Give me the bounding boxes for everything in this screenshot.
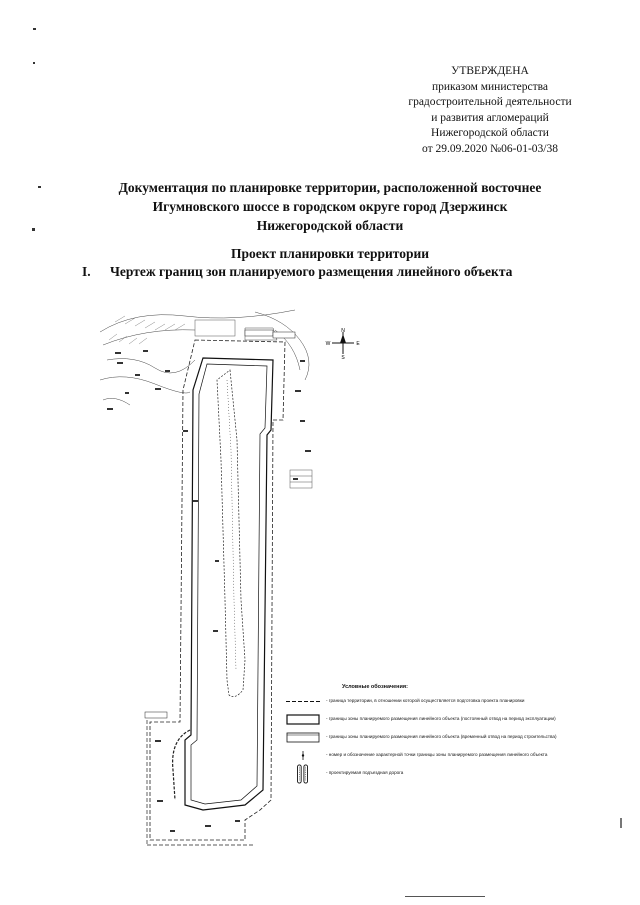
temporary-zone <box>190 363 268 805</box>
section-heading: I. Чертеж границ зон планируемого размеще… <box>82 264 602 280</box>
building-plots <box>194 319 313 489</box>
point-marker-icon <box>301 751 305 760</box>
scan-speck <box>405 896 485 897</box>
legend-item: - граница территории, в отношении которо… <box>286 694 606 712</box>
designed-road-inner <box>226 379 237 671</box>
title-line: Нижегородской области <box>256 218 404 233</box>
compass-w: W <box>326 341 331 347</box>
approval-line: градостроительной деятельности <box>408 96 572 108</box>
approval-line: и развития агломераций <box>431 111 549 124</box>
title-line: Игумновского шоссе в городском округе го… <box>152 199 508 214</box>
legend-item-text: - номер и обозначение характерной точки … <box>326 752 548 757</box>
approval-line: Нижегородской области <box>431 127 549 139</box>
legend-item: - проектируемая подъездная дорога <box>286 764 606 790</box>
compass-e: E <box>356 341 360 347</box>
designed-road <box>216 369 246 697</box>
approval-line: приказом министерства <box>432 80 548 93</box>
territory-boundary <box>149 339 286 841</box>
compass-s: S <box>341 355 345 359</box>
scan-speck <box>620 818 622 828</box>
section-title: Чертеж границ зон планируемого размещени… <box>110 264 513 279</box>
legend-item-text: - проектируемая подъездная дорога <box>326 770 404 775</box>
title-line: Документация по планировке территории, р… <box>118 180 542 195</box>
scan-speck <box>33 62 35 64</box>
legend-item-text: - граница территории, в отношении которо… <box>326 698 525 703</box>
point-labels <box>144 329 296 719</box>
scan-speck <box>38 186 41 188</box>
survey-marks <box>107 350 311 832</box>
site-plan-drawing <box>99 309 313 846</box>
legend-item: - номер и обозначение характерной точки … <box>286 748 606 766</box>
legend: Условные обозначения: - граница территор… <box>286 684 606 790</box>
legend-item-text: - границы зоны планируемого размещения л… <box>326 716 556 721</box>
approval-line: от 29.09.2020 №06-01-03/38 <box>422 142 558 155</box>
permanent-zone <box>184 357 274 811</box>
compass-n: N <box>341 328 345 334</box>
compass-rose-icon: N S W E <box>326 328 361 359</box>
approval-block: УТВЕРЖДЕНА приказом министерства градост… <box>390 64 590 157</box>
legend-title: Условные обозначения: <box>342 684 408 690</box>
road-icon <box>297 764 308 784</box>
approval-line: УТВЕРЖДЕНА <box>451 65 529 77</box>
road-bend <box>172 729 191 801</box>
scan-speck <box>32 228 35 231</box>
subtitle: Проект планировки территории <box>230 246 430 261</box>
dashed-line-icon <box>286 701 320 702</box>
section-number: I. <box>82 264 91 279</box>
legend-item-text: - границы зоны планируемого размещения л… <box>326 734 557 739</box>
document-title: Документация по планировке территории, р… <box>60 178 600 235</box>
scan-speck <box>33 28 36 30</box>
hatching <box>108 315 186 345</box>
double-rect-icon <box>286 732 320 743</box>
legend-item: - границы зоны планируемого размещения л… <box>286 730 606 748</box>
solid-rect-icon <box>286 714 320 725</box>
legend-item: - границы зоны планируемого размещения л… <box>286 712 606 730</box>
